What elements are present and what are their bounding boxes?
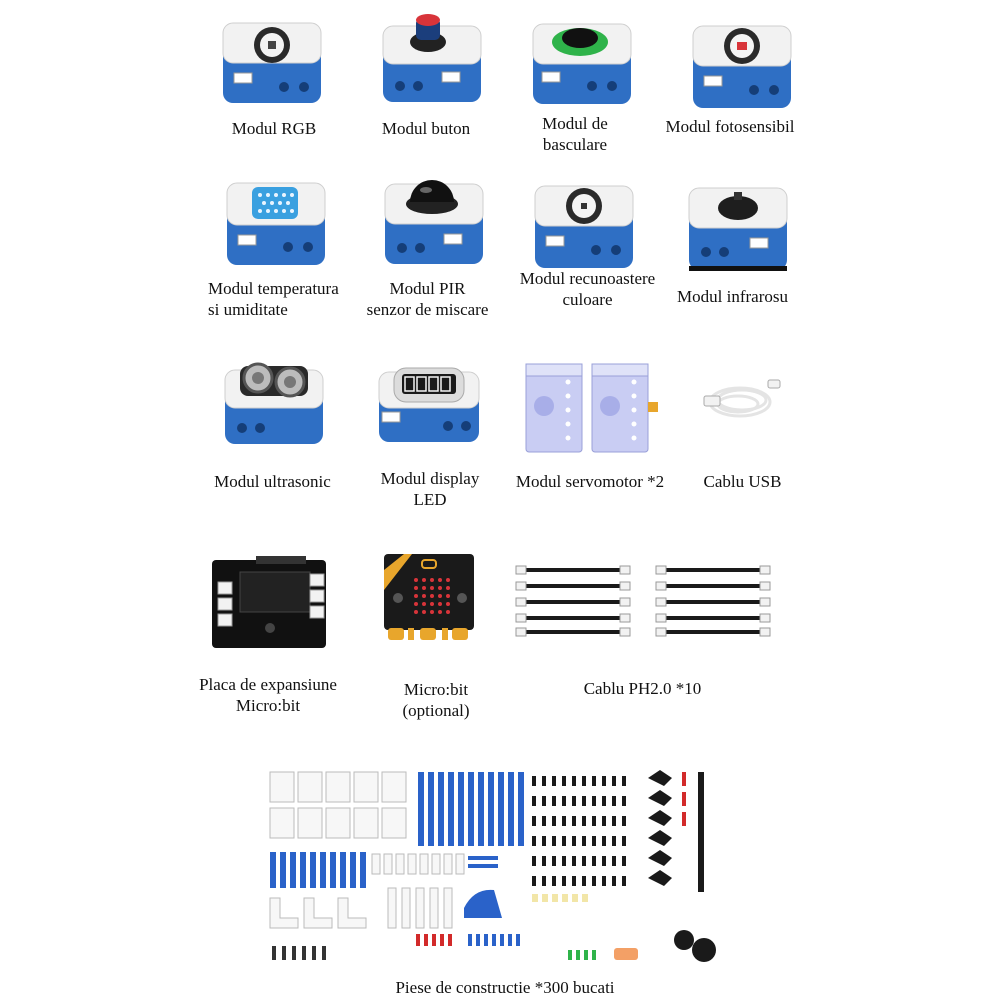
microbit-label: Micro:bit (optional) [366,679,506,721]
display-module-label: Modul display LED [360,468,500,510]
ph-cable-image [515,565,771,637]
expansion-board-label: Placa de expansiune Micro:bit [188,674,348,716]
color-module-label-line2: culoare [562,290,613,309]
color-module-label-line1: Modul recunoastere [519,269,656,288]
building-parts-label: Piese de constructie *300 bucati [395,978,615,997]
infrared-module-label: Modul infrarosu [677,287,788,306]
usb-cable-image [703,379,781,418]
tilt-module-label-line1: Modul de [542,114,608,133]
color-module-label: Modul recunoastere culoare [505,268,670,310]
microbit-image [384,554,474,640]
pir-module-label-line2: senzor de miscare [366,300,489,319]
temperature-module-label-line2: si umiditate [208,300,288,319]
temperature-module-label-line1: Modul temperatura [208,279,339,298]
pir-module-image [384,180,484,264]
color-module-image [534,185,634,268]
display-module-label-line2: LED [413,490,447,509]
photosensitive-module-image [692,25,792,108]
microbit-label-line2: (optional) [402,701,470,720]
rgb-module-label: Modul RGB [231,119,317,138]
pir-module-label-line1: Modul PIR [389,279,466,298]
pir-module-label: Modul PIR senzor de miscare [355,278,500,320]
ultrasonic-module-label: Modul ultrasonic [214,472,331,491]
usb-cable-label: Cablu USB [703,472,782,491]
button-module-label: Modul buton [381,119,471,138]
photosensitive-module-label: Modul fotosensibil [665,117,795,136]
expansion-board-image [212,556,326,648]
temperature-module-image [226,182,326,265]
microbit-label-line1: Micro:bit [403,680,469,699]
display-module-label-line1: Modul display [380,469,480,488]
tilt-module-label-line2: basculare [542,135,608,154]
temperature-module-label: Modul temperatura si umiditate [208,278,358,320]
ultrasonic-module-image [224,362,324,444]
display-module-image [378,367,480,442]
rgb-module-image [222,22,322,103]
tilt-module-label: Modul de basculare [505,113,645,155]
button-module-image [382,14,482,102]
infrared-module-image [688,187,788,271]
ph-cable-label: Cablu PH2.0 *10 [583,679,702,698]
orange-part [614,948,638,960]
expansion-board-label-line1: Placa de expansiune [199,675,337,694]
tilt-module-image [532,23,632,104]
expansion-board-label-line2: Micro:bit [235,696,301,715]
building-parts-image [269,770,716,962]
servo-module-label: Modul servomotor *2 [515,472,665,491]
servo-module-image [525,363,658,453]
